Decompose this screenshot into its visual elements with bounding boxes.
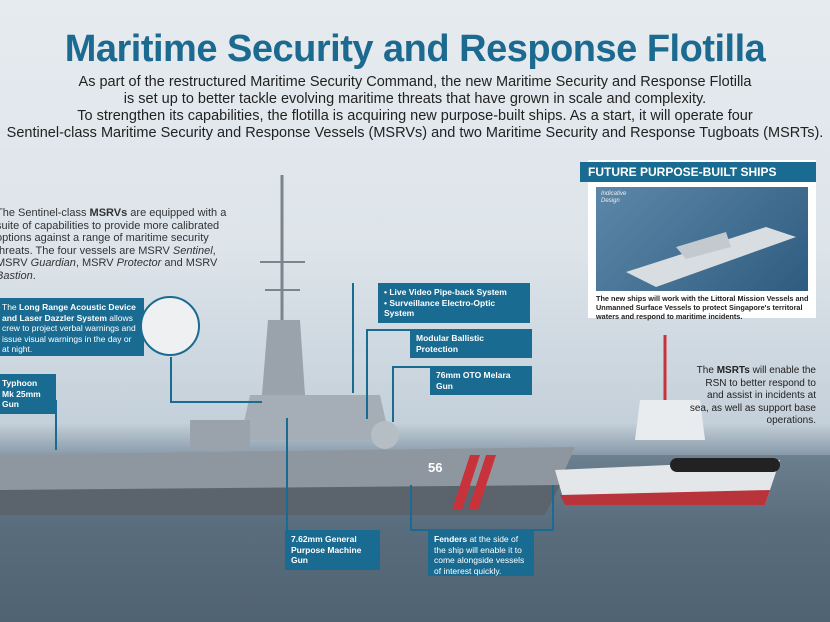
msrv-description: The Sentinel-class MSRVs are equipped wi…: [0, 207, 227, 282]
hull-number: 56: [428, 460, 442, 475]
lrad-device-image: [140, 296, 200, 356]
label-oto-gun: 76mm OTO Melara Gun: [430, 366, 532, 395]
label-lrad: The Long Range Acoustic Device and Laser…: [0, 298, 144, 356]
future-ship-render: Indicative Design: [596, 187, 808, 291]
label-ballistic: Modular Ballistic Protection: [410, 329, 532, 358]
future-ships-caption: The new ships will work with the Littora…: [596, 294, 809, 321]
label-fenders: Fenders at the side of the ship will ena…: [428, 530, 534, 576]
page-title: Maritime Security and Response Flotilla: [64, 28, 766, 70]
label-eo: • Surveillance Electro-Optic System: [384, 297, 496, 319]
superstructure: [262, 320, 305, 395]
msrt-description: The MSRTs will enable the RSN to better …: [689, 365, 816, 426]
future-ships-panel: FUTURE PURPOSE-BUILT SHIPS Indicative De…: [580, 160, 816, 321]
intro-line: Sentinel-class Maritime Security and Res…: [6, 125, 824, 141]
label-video: • Live Video Pipe-back System: [384, 287, 507, 297]
intro-line: is set up to better tackle evolving mari…: [123, 91, 707, 107]
intro-line: To strengthen its capabilities, the flot…: [77, 108, 753, 124]
label-gpmg: 7.62mm General Purpose Machine Gun: [285, 530, 380, 570]
indicative-design-label: Indicative Design: [601, 191, 627, 204]
future-ships-heading: FUTURE PURPOSE-BUILT SHIPS: [580, 162, 816, 182]
future-ship-icon: [626, 227, 796, 287]
gun-turret: [371, 421, 399, 449]
intro-text: As part of the restructured Maritime Sec…: [0, 74, 830, 142]
intro-line: As part of the restructured Maritime Sec…: [78, 74, 752, 90]
label-video-eo: • Live Video Pipe-back System • Surveill…: [378, 283, 530, 323]
fenders: [670, 458, 780, 472]
label-typhoon-gun: Typhoon Mk 25mm Gun: [0, 374, 56, 414]
